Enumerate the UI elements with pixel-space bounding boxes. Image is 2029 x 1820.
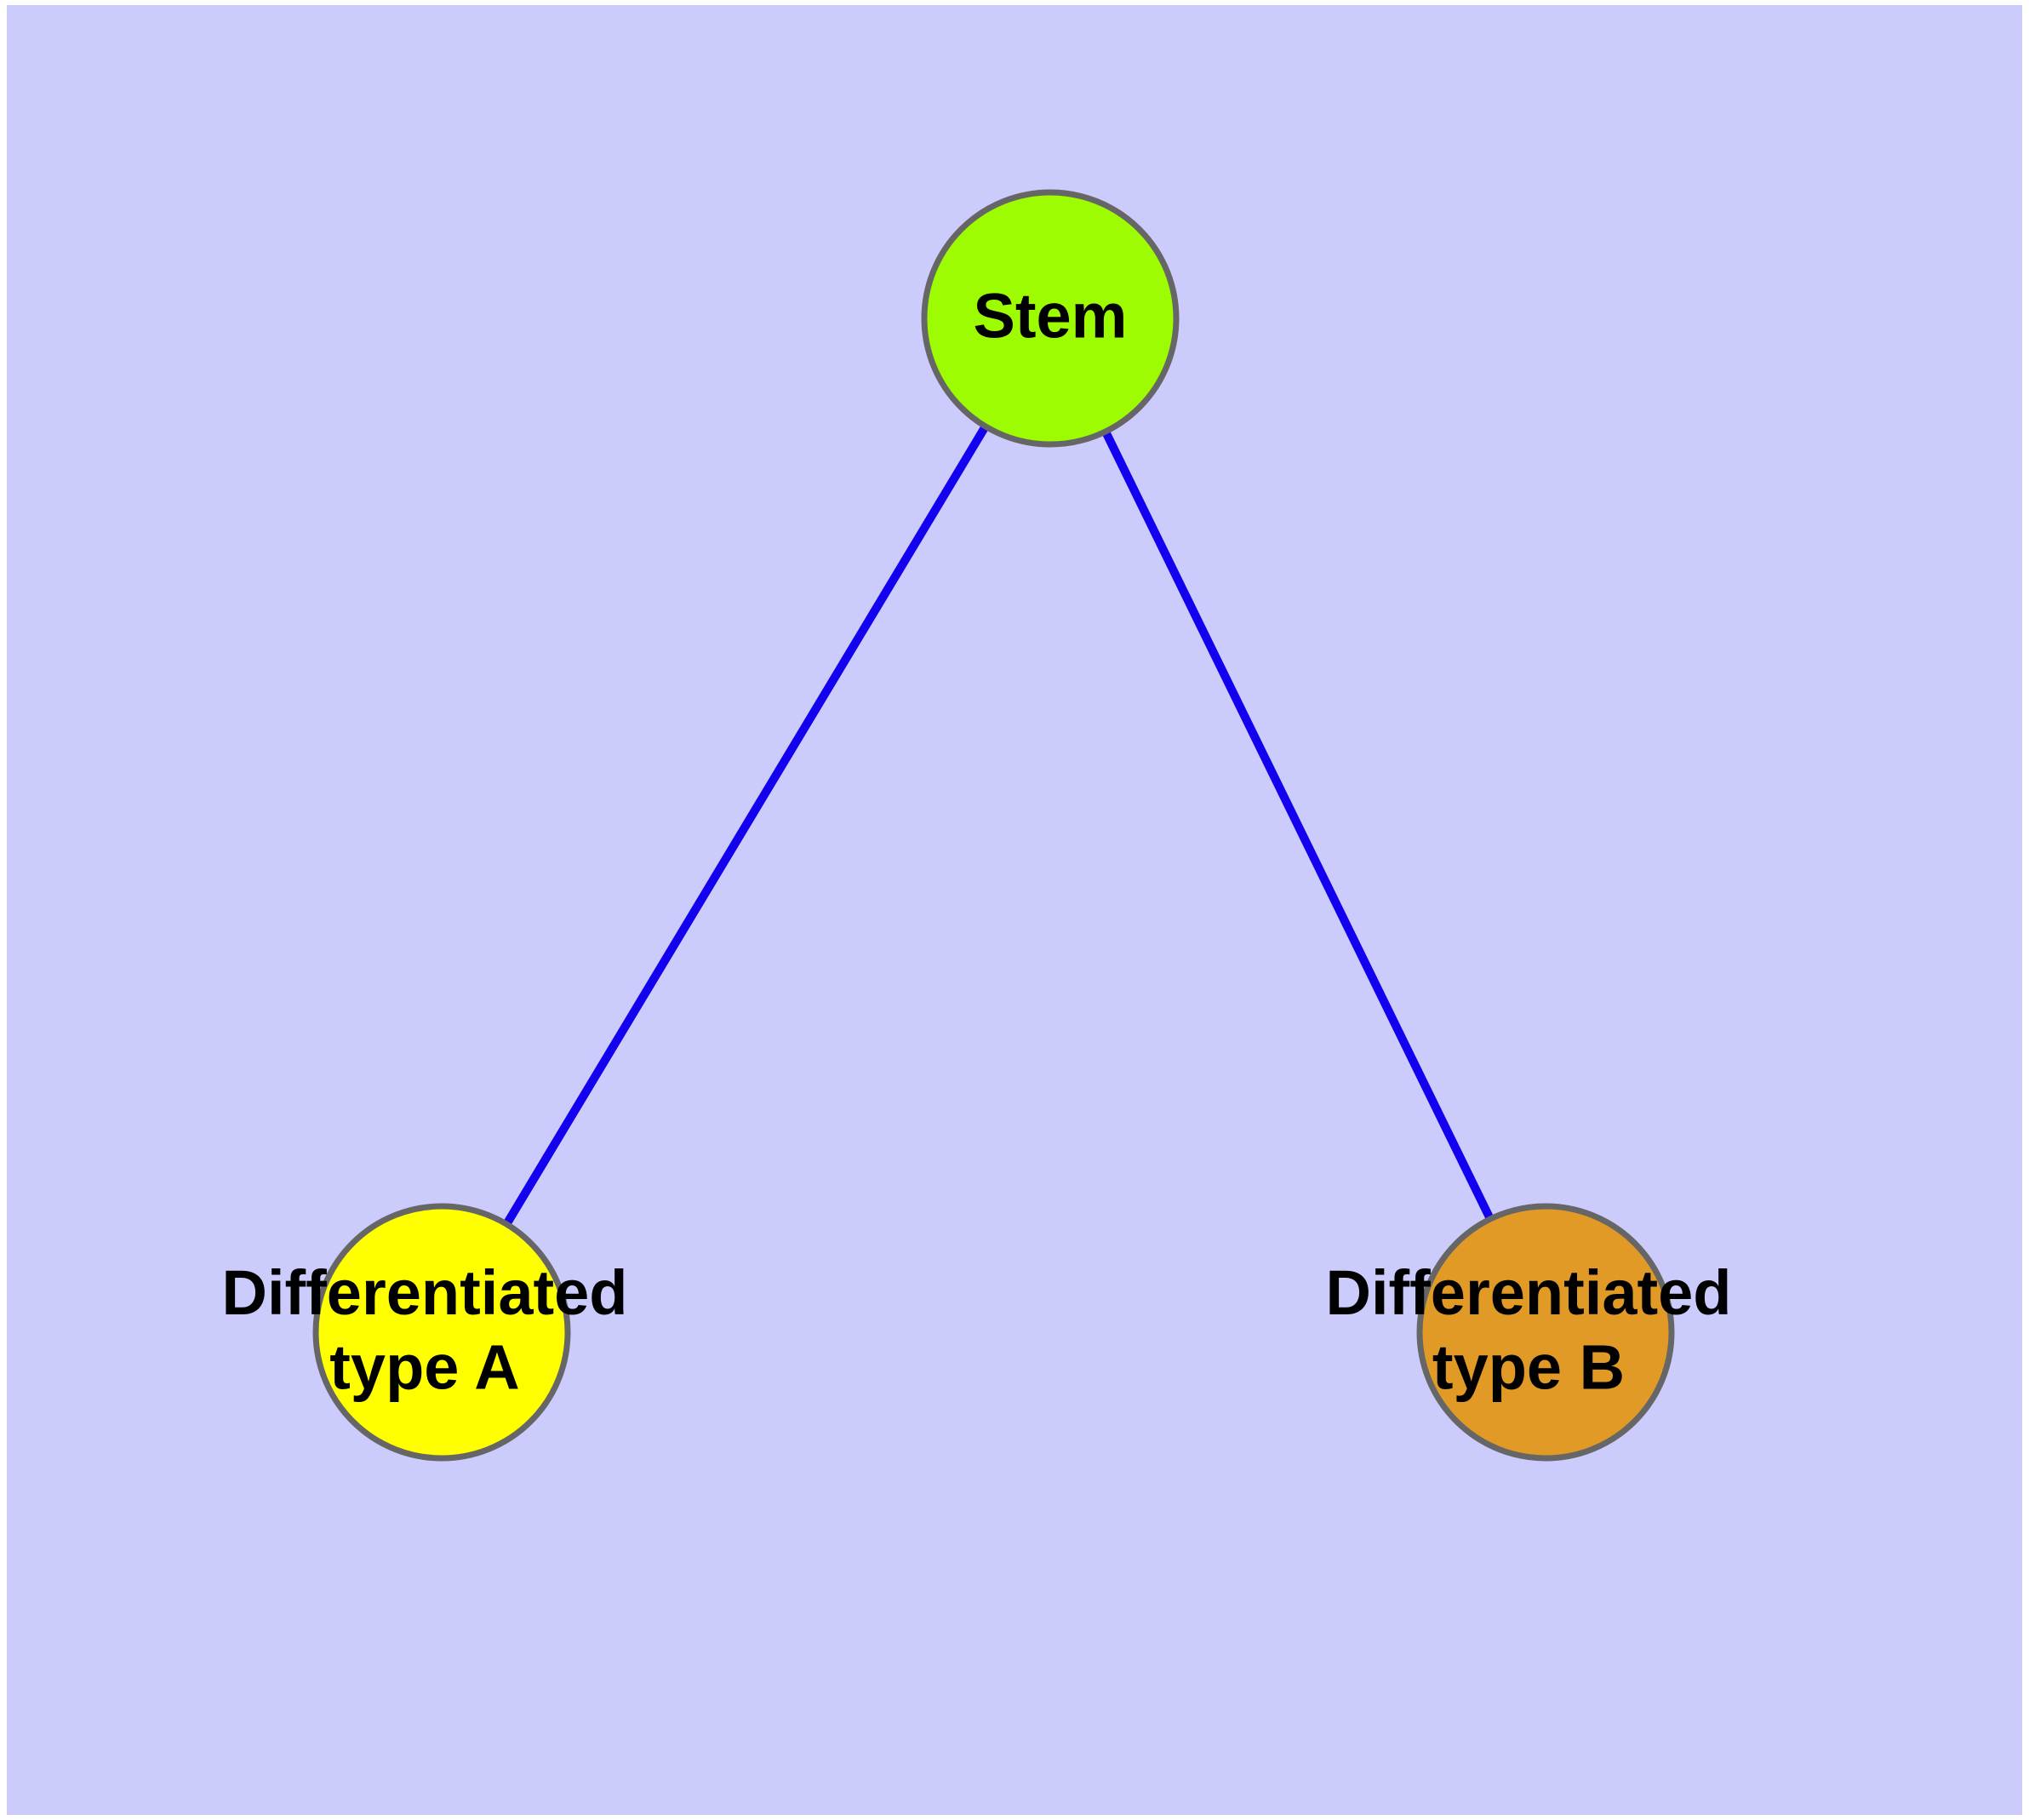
nodes-layer [312, 189, 1675, 1462]
node-label-stem: Stem [974, 281, 1128, 352]
node-label-line: type A [329, 1331, 519, 1402]
edge-stem-diff_a [503, 426, 989, 1225]
node-diff_a[interactable] [312, 1203, 571, 1462]
node-stem[interactable] [921, 189, 1180, 448]
node-label-line: Differentiated [1326, 1257, 1732, 1328]
node-label-line: type B [1432, 1331, 1625, 1402]
node-diff_b[interactable] [1416, 1203, 1675, 1462]
edges-layer [503, 426, 1494, 1225]
edge-stem-diff_b [1102, 431, 1494, 1220]
node-label-line: Stem [974, 281, 1128, 352]
node-label-line: Differentiated [222, 1257, 628, 1328]
